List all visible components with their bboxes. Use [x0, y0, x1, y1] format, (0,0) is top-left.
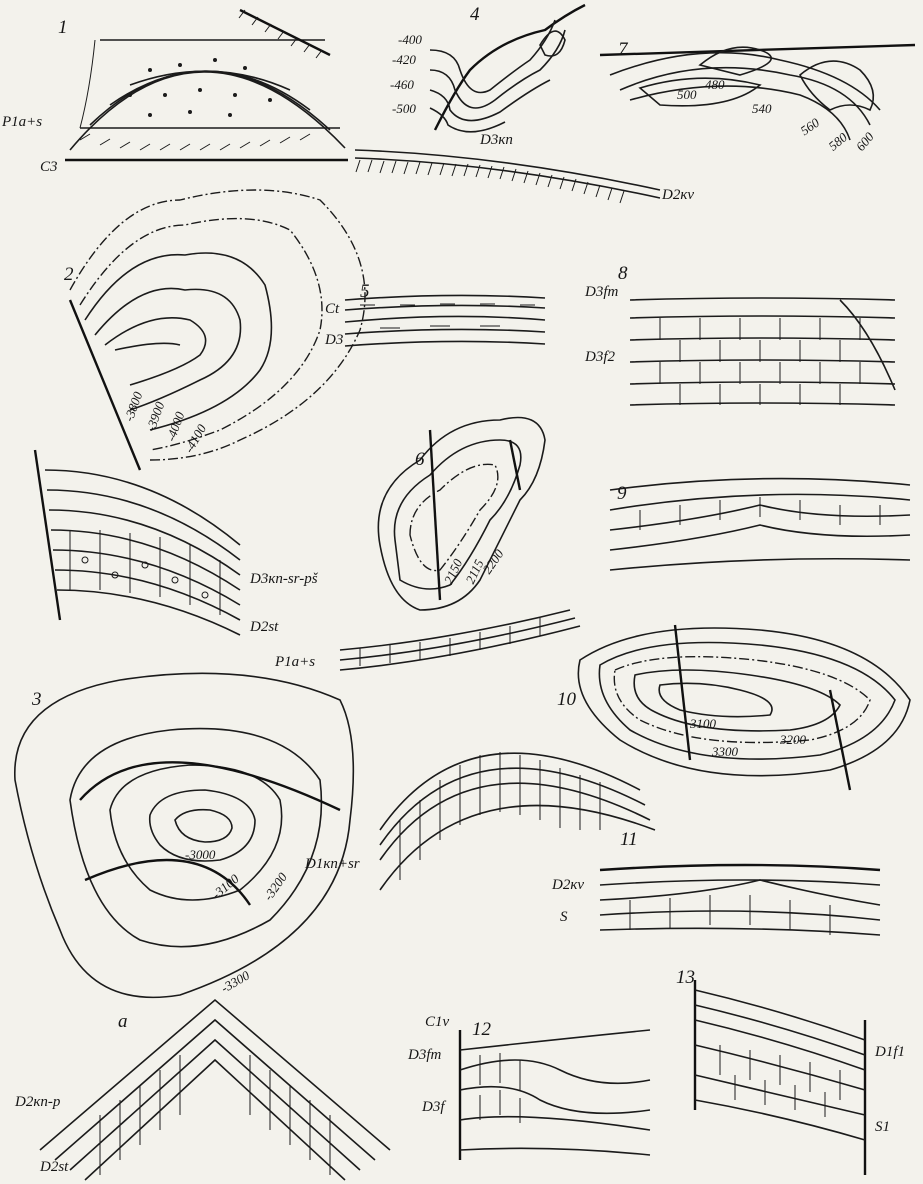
- panel-2-contour-map: [68, 189, 366, 471]
- panel-1-fold-section: [65, 8, 348, 162]
- panel-5-number: 5: [360, 281, 370, 302]
- panel-a-number: a: [118, 1011, 128, 1032]
- panel-11-label-s: S: [560, 909, 568, 925]
- panel-6-number: 6: [415, 449, 425, 470]
- panel-a-label-d2st: D2st: [40, 1159, 69, 1175]
- panel-11-label-d2kv: D2кv: [552, 877, 585, 893]
- panel-1-label-permian: P1a+s: [2, 114, 43, 130]
- panel-13-section: [693, 980, 867, 1175]
- panel-9-section: [609, 477, 911, 571]
- panel-10-contours: [577, 624, 911, 791]
- panel-11-section: [599, 863, 881, 936]
- panel-2-number: 2: [64, 264, 74, 285]
- panel-7-contours: [599, 43, 916, 141]
- panel-13-label-s1: S1: [875, 1119, 890, 1135]
- panel-8-label-d3fm: D3fm: [585, 284, 619, 300]
- panel-4-number: 4: [470, 4, 480, 25]
- panel-6-label-permian: P1a+s: [275, 654, 316, 670]
- panel-6-section: [339, 609, 581, 671]
- panel-6-contours: [377, 416, 546, 611]
- panel-7-isoline-500: 500: [677, 87, 697, 102]
- panel-8-section: [629, 297, 896, 406]
- panel-3-isoline-3000: -3000: [185, 847, 216, 862]
- panel-5-label-ct: Ct: [325, 301, 340, 317]
- panel-3-contours: [14, 672, 355, 999]
- panel-10-isoline-3200: 3200: [780, 732, 806, 747]
- panel-3-number: 3: [32, 689, 42, 710]
- panel-12-label-d3f: D3f: [422, 1099, 445, 1115]
- panel-4-isoline-400: -400: [398, 32, 422, 47]
- panel-4-isoline-420: -420: [392, 52, 416, 67]
- anticline-label-d1kn-sr: D1кп+sr: [305, 856, 360, 872]
- panel-12-label-d3fm: D3fm: [408, 1047, 442, 1063]
- panel-7-number: 7: [618, 39, 628, 60]
- panel-5-section: [344, 294, 546, 347]
- panel-13-number: 13: [676, 967, 695, 988]
- panel-12-section: [458, 1029, 651, 1160]
- panel-10-isoline-3300: 3300: [712, 744, 738, 759]
- panel-1-number: 1: [58, 17, 68, 38]
- panel-left-middle-section: [33, 449, 241, 636]
- panel-12-number: 12: [472, 1019, 491, 1040]
- panel-10-number: 10: [557, 689, 576, 710]
- panel-5-label-d3: D3: [325, 332, 344, 348]
- panel-9-number: 9: [617, 483, 627, 504]
- panel-8-label-d3f2: D3f2: [585, 349, 615, 365]
- panel-4-contours: [354, 3, 661, 204]
- panel-4-isoline-500: -500: [392, 101, 416, 116]
- left-middle-label-d2st: D2st: [250, 619, 279, 635]
- left-middle-label-d3kn-sr-ps: D3кп-sr-pš: [250, 571, 318, 587]
- panel-4-isoline-460: -460: [390, 77, 414, 92]
- panel-10-isoline-3100: 3100: [690, 716, 716, 731]
- panel-4-label-d2kv: D2кv: [662, 187, 695, 203]
- panel-12-label-c1v: C1v: [425, 1014, 450, 1030]
- panel-anticline-strip: [379, 752, 656, 891]
- panel-4-label-d3kn: D3кп: [480, 132, 513, 148]
- panel-a-label-d2kn-p: D2кп-р: [15, 1094, 61, 1110]
- panel-13-label-d1f1: D1f1: [875, 1044, 905, 1060]
- panel-1-label-carboniferous: C3: [40, 159, 58, 175]
- panel-8-number: 8: [618, 263, 628, 284]
- panel-11-number: 11: [620, 829, 638, 850]
- panel-a-chevron-fold: [39, 998, 391, 1181]
- panel-7-isoline-480: 480: [705, 77, 725, 92]
- panel-7-isoline-540: 540: [752, 101, 772, 116]
